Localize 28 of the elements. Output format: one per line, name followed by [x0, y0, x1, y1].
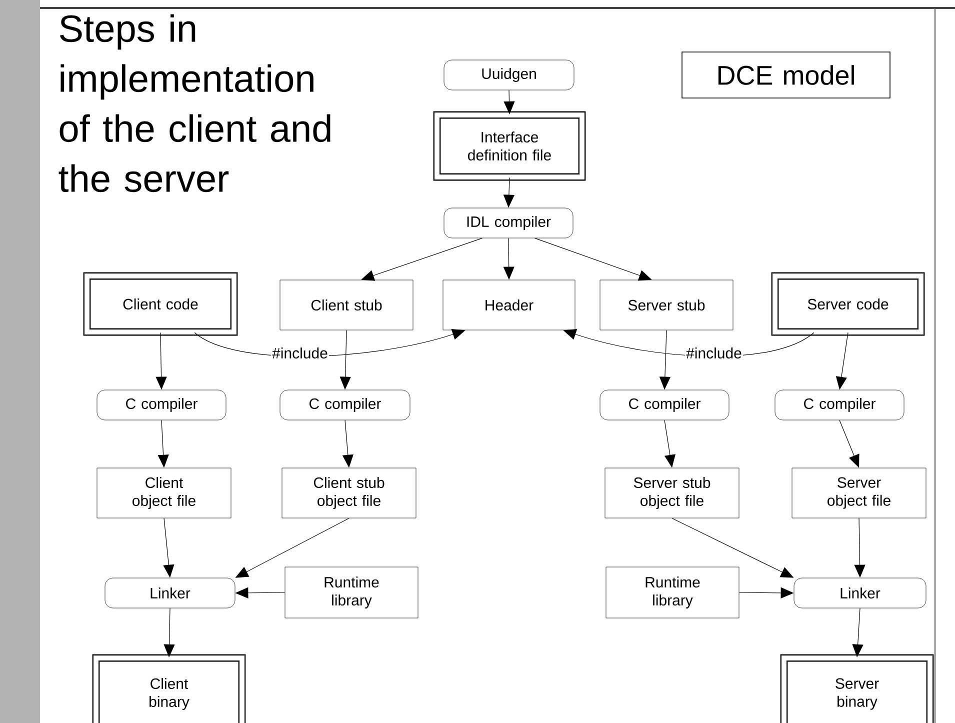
- process-box: C compiler: [280, 390, 410, 420]
- file-box: Client stub: [280, 280, 414, 330]
- slide-title: Steps in implementation of the client and the server: [58, 14, 330, 192]
- process-box: C compiler: [600, 390, 730, 420]
- file-box: Server stub: [600, 280, 734, 330]
- file-box: Server code: [771, 272, 925, 336]
- file-box: Runtime library: [606, 566, 740, 618]
- file-box: Client object file: [96, 468, 232, 518]
- file-box: Runtime library: [284, 566, 418, 618]
- file-box: Client binary: [92, 654, 246, 723]
- process-box: Linker: [794, 578, 926, 608]
- file-box: Server binary: [780, 654, 934, 723]
- process-box: C compiler: [96, 390, 226, 420]
- edge-label: #include: [685, 346, 743, 360]
- process-box: C compiler: [774, 390, 904, 420]
- process-box: IDL compiler: [444, 208, 574, 238]
- arrow: [361, 238, 482, 281]
- process-box: Linker: [104, 578, 236, 608]
- file-box: Client code: [83, 272, 238, 336]
- heading-box: DCE model: [682, 52, 890, 98]
- file-box: Interface definition file: [433, 111, 586, 181]
- file-box: Header: [442, 280, 576, 330]
- process-box: Uuidgen: [444, 60, 574, 90]
- arrow: [534, 238, 652, 281]
- edge-label: #include: [271, 346, 329, 360]
- file-box: Server object file: [792, 468, 926, 518]
- file-box: Server stub object file: [604, 468, 740, 518]
- file-box: Client stub object file: [282, 468, 416, 518]
